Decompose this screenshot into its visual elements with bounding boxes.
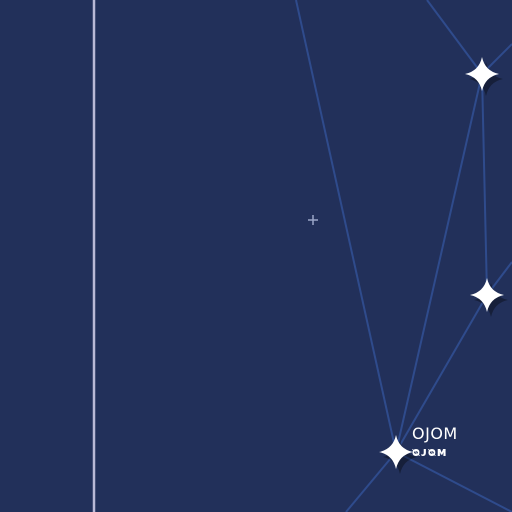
hyperlane bbox=[395, 451, 512, 512]
star-system-marker[interactable] bbox=[465, 57, 499, 91]
star-system-marker[interactable] bbox=[470, 278, 504, 312]
star-icon bbox=[465, 57, 503, 96]
hyperlane bbox=[426, 0, 483, 75]
star-icon bbox=[379, 435, 417, 474]
hyperlane bbox=[345, 451, 397, 512]
system-name-label[interactable]: OJOM bbox=[412, 424, 458, 443]
system-alien-script-label: ᴓᴊᴓᴍ bbox=[412, 445, 448, 459]
hyperlane bbox=[295, 0, 397, 453]
hyperlane bbox=[395, 294, 488, 453]
hyperlane bbox=[481, 73, 488, 296]
star-icon bbox=[470, 278, 508, 317]
crosshair-icon bbox=[308, 215, 318, 225]
hyperlane bbox=[395, 73, 483, 453]
star-system-ojom[interactable] bbox=[379, 435, 413, 469]
